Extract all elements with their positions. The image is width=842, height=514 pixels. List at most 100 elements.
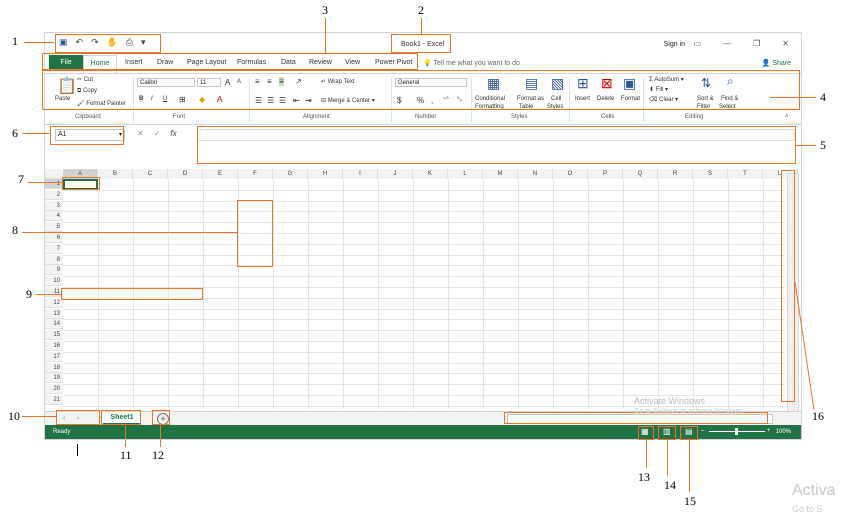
number-format-select[interactable]: General bbox=[395, 78, 467, 87]
select-all-corner[interactable] bbox=[45, 169, 63, 179]
tab-data[interactable]: Data bbox=[281, 59, 296, 66]
row-header[interactable]: 15 bbox=[45, 330, 63, 341]
touch-mode-icon[interactable]: ✋ bbox=[106, 37, 118, 47]
tab-file[interactable]: File bbox=[49, 55, 83, 71]
insert-function-icon[interactable]: fx bbox=[170, 129, 177, 138]
row-header[interactable]: 10 bbox=[45, 276, 63, 287]
column-header[interactable]: C bbox=[133, 169, 168, 179]
tab-formulas[interactable]: Formulas bbox=[237, 59, 267, 66]
tab-page-layout[interactable]: Page Layout bbox=[187, 59, 227, 66]
row-header[interactable]: 6 bbox=[45, 233, 63, 243]
align-left-icon[interactable]: ☰ bbox=[255, 96, 263, 105]
percent-button[interactable]: % bbox=[417, 96, 425, 105]
currency-button[interactable]: $ bbox=[397, 96, 402, 105]
format-as-table-button[interactable]: Format as bbox=[517, 96, 545, 102]
tell-me-search[interactable]: 💡 Tell me what you want to do bbox=[423, 60, 520, 67]
format-cells-button[interactable]: Format bbox=[621, 96, 641, 102]
page-break-preview-icon[interactable]: ▤ bbox=[685, 427, 693, 436]
row-header[interactable]: 1 bbox=[45, 179, 63, 189]
row-header[interactable]: 14 bbox=[45, 319, 63, 330]
column-header[interactable]: G bbox=[273, 169, 308, 179]
active-cell[interactable] bbox=[63, 179, 98, 190]
grow-font-button[interactable]: A bbox=[225, 78, 231, 87]
font-size-select[interactable]: 11 bbox=[197, 78, 221, 87]
format-cells-icon[interactable]: ▣ bbox=[623, 75, 637, 91]
row-header[interactable]: 5 bbox=[45, 222, 63, 233]
increase-decimal-icon[interactable]: ⁺⁰ bbox=[443, 97, 449, 103]
zoom-percent[interactable]: 100% bbox=[775, 429, 791, 435]
minimize-button[interactable]: — bbox=[723, 39, 732, 48]
find-select-icon[interactable]: ⌕ bbox=[727, 74, 734, 88]
align-middle-icon[interactable]: ≡ bbox=[267, 77, 272, 86]
tab-review[interactable]: Review bbox=[309, 59, 332, 66]
bold-button[interactable]: B bbox=[139, 96, 144, 102]
column-header[interactable]: E bbox=[203, 169, 238, 179]
sign-in-link[interactable]: Sign in bbox=[663, 41, 685, 48]
paste-button[interactable]: Paste bbox=[55, 96, 71, 102]
column-header[interactable]: M bbox=[483, 169, 518, 179]
fill-button[interactable]: ⬇ Fill ▾ bbox=[649, 87, 669, 93]
row-header[interactable]: 9 bbox=[45, 265, 63, 276]
page-layout-view-icon[interactable]: ▥ bbox=[663, 427, 671, 436]
column-header[interactable]: L bbox=[448, 169, 483, 179]
font-color-icon[interactable]: A bbox=[217, 95, 223, 104]
name-box-dropdown-icon[interactable]: ▾ bbox=[118, 132, 122, 138]
shrink-font-button[interactable]: A bbox=[237, 79, 242, 85]
row-header[interactable]: 12 bbox=[45, 297, 63, 308]
cell-styles-icon[interactable]: ▧ bbox=[551, 75, 565, 91]
row-header[interactable]: 19 bbox=[45, 373, 63, 384]
tab-draw[interactable]: Draw bbox=[157, 59, 174, 66]
name-box[interactable]: A1▾ bbox=[55, 129, 125, 141]
tab-view[interactable]: View bbox=[345, 59, 361, 66]
align-top-icon[interactable]: ≡ bbox=[255, 77, 260, 86]
print-preview-icon[interactable]: ⎙ bbox=[125, 37, 134, 47]
column-header[interactable]: N bbox=[518, 169, 553, 179]
next-sheet-icon[interactable]: › bbox=[77, 415, 80, 422]
column-header[interactable]: D bbox=[168, 169, 203, 179]
normal-view-icon[interactable]: ▦ bbox=[641, 427, 649, 436]
row-header[interactable]: 18 bbox=[45, 362, 63, 373]
row-header[interactable]: 11 bbox=[45, 287, 63, 297]
save-icon[interactable]: ▣ bbox=[59, 37, 68, 47]
decrease-indent-icon[interactable]: ⇤ bbox=[293, 96, 300, 105]
zoom-in-button[interactable]: + bbox=[767, 428, 771, 434]
delete-cells-button[interactable]: Delete bbox=[597, 96, 615, 102]
collapse-ribbon-icon[interactable]: ˄ bbox=[785, 114, 789, 120]
format-painter-button[interactable]: 🖌 Format Painter bbox=[77, 101, 126, 107]
tab-insert[interactable]: Insert bbox=[125, 59, 143, 66]
increase-indent-icon[interactable]: ⇥ bbox=[305, 96, 312, 105]
column-header[interactable]: S bbox=[693, 169, 728, 179]
row-header[interactable]: 8 bbox=[45, 254, 63, 265]
column-header[interactable]: O bbox=[553, 169, 588, 179]
row-header[interactable]: 4 bbox=[45, 211, 63, 222]
autosum-button[interactable]: Σ AutoSum ▾ bbox=[649, 77, 684, 83]
insert-cells-icon[interactable]: ⊞ bbox=[577, 75, 589, 91]
column-header[interactable]: T bbox=[728, 169, 763, 179]
row-header[interactable]: 13 bbox=[45, 308, 63, 319]
column-header[interactable]: R bbox=[658, 169, 693, 179]
undo-icon[interactable]: ↶ bbox=[75, 37, 84, 47]
zoom-slider-thumb[interactable] bbox=[735, 428, 738, 435]
row-header[interactable]: 16 bbox=[45, 341, 63, 351]
cut-button[interactable]: ✂ Cut bbox=[77, 77, 94, 83]
column-header[interactable]: Q bbox=[623, 169, 658, 179]
column-header[interactable]: H bbox=[308, 169, 343, 179]
conditional-formatting-icon[interactable]: ▦ bbox=[487, 75, 501, 91]
column-header[interactable]: J bbox=[378, 169, 413, 179]
comma-button[interactable]: , bbox=[431, 96, 434, 105]
row-header[interactable]: 2 bbox=[45, 189, 63, 200]
delete-cells-icon[interactable]: ⊠ bbox=[601, 75, 613, 91]
font-name-select[interactable]: Calibri bbox=[137, 78, 195, 87]
redo-icon[interactable]: ↷ bbox=[91, 37, 99, 47]
tab-power-pivot[interactable]: Power Pivot bbox=[375, 59, 413, 66]
row-header[interactable]: 17 bbox=[45, 351, 63, 362]
row-header[interactable]: 20 bbox=[45, 384, 63, 395]
customize-qat-icon[interactable]: ▾ bbox=[141, 37, 146, 47]
zoom-out-button[interactable]: – bbox=[701, 428, 705, 434]
conditional-formatting-button[interactable]: Conditional bbox=[475, 96, 506, 102]
sort-filter-icon[interactable]: ⇅ bbox=[701, 76, 712, 90]
align-bottom-icon[interactable]: ≡ bbox=[279, 77, 284, 86]
find-select-button[interactable]: Find & bbox=[721, 96, 739, 102]
borders-icon[interactable]: ⊞ bbox=[179, 95, 186, 104]
